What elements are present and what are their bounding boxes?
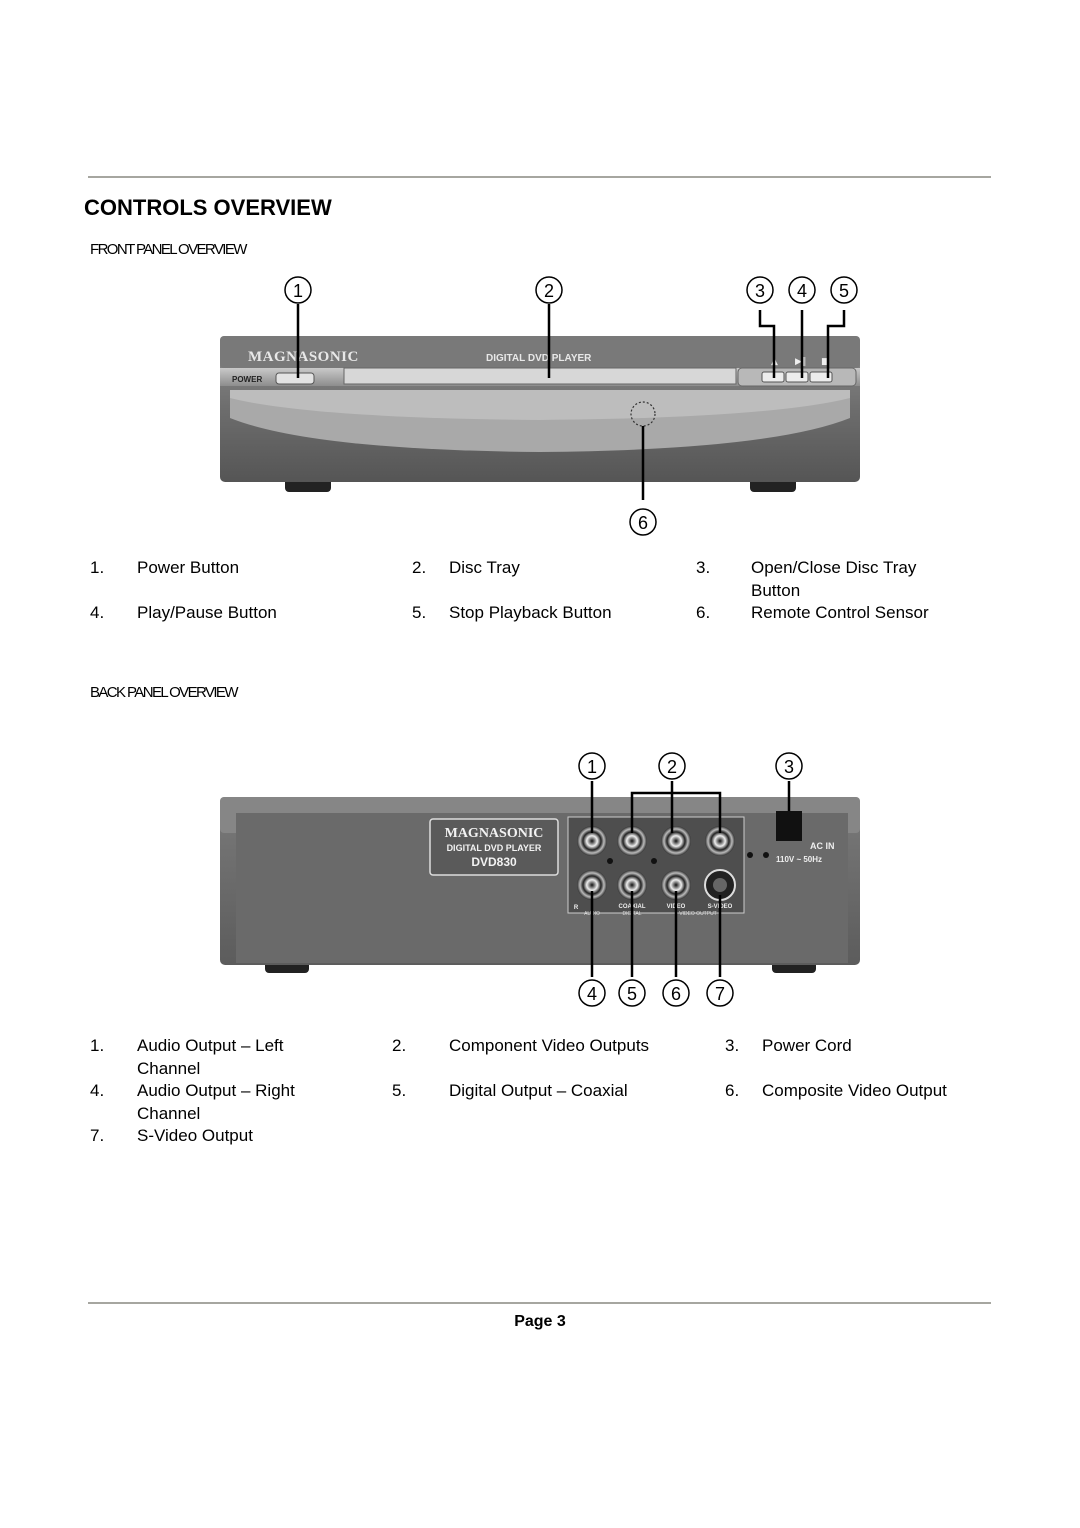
front-callout-6: 6 (638, 513, 648, 533)
front-panel-heading: FRONT PANEL OVERVIEW (90, 241, 247, 258)
rca-jack-right-audio (577, 870, 607, 900)
item-number: 2. (412, 558, 427, 577)
power-cord-outlet (776, 811, 802, 841)
back-legend: 1. Audio Output – Left Channel 2. Compon… (0, 1034, 1080, 1154)
front-panel-label: DIGITAL DVD PLAYER (486, 353, 592, 364)
item-number: 5. (392, 1081, 407, 1100)
item-text: Audio Output – Left Channel (137, 1036, 284, 1078)
item-number: 4. (90, 603, 105, 622)
front-callout-1: 1 (293, 281, 303, 301)
item-text: Stop Playback Button (449, 603, 612, 622)
back-callout-1: 1 (587, 757, 597, 777)
back-panel-label: DIGITAL DVD PLAYER (447, 843, 542, 853)
item-text: Composite Video Output (762, 1081, 947, 1100)
front-brand: MAGNASONIC (248, 349, 359, 365)
item-number: 2. (392, 1036, 407, 1055)
remote-sensor (630, 401, 656, 427)
back-callout-7: 7 (715, 984, 725, 1004)
item-text: Power Cord (762, 1036, 852, 1055)
rca-jack-y (617, 826, 647, 856)
front-panel-diagram: ▲ ▶‖ ■ MAGNASONIC DIGITAL DVD PLAYER POW… (220, 276, 860, 536)
jack-row-bottom (577, 869, 736, 901)
item-number: 3. (725, 1036, 740, 1055)
item-text: Play/Pause Button (137, 603, 277, 622)
item-number: 6. (725, 1081, 740, 1100)
page-title: CONTROLS OVERVIEW (84, 195, 332, 220)
back-callout-3: 3 (784, 757, 794, 777)
power-label: POWER (232, 375, 262, 384)
item-text: S-Video Output (137, 1126, 253, 1145)
front-callout-4: 4 (797, 281, 807, 301)
group-label-video-output: VIDEO OUTPUT (679, 911, 717, 917)
jack-row-top (577, 826, 735, 856)
front-callout-5: 5 (839, 281, 849, 301)
back-callout-4: 4 (587, 984, 597, 1004)
svg-text:▶‖: ▶‖ (795, 357, 806, 367)
item-text: Audio Output – Right Channel (137, 1081, 295, 1123)
bottom-rule (88, 1302, 991, 1304)
back-panel-heading: BACK PANEL OVERVIEW (90, 684, 238, 701)
item-text: Open/Close Disc Tray Button (751, 558, 917, 600)
back-callout-6: 6 (671, 984, 681, 1004)
ac-in-label: AC IN (810, 841, 835, 851)
front-legend: 1. Power Button 2. Disc Tray 3. Open/Clo… (0, 556, 1080, 636)
disc-tray (343, 367, 737, 385)
front-callout-3: 3 (755, 281, 765, 301)
back-model: DVD830 (471, 855, 517, 869)
item-number: 3. (696, 558, 711, 577)
rca-jack-coaxial (617, 870, 647, 900)
jack-label-r: R (574, 905, 579, 911)
item-text: Power Button (137, 558, 240, 577)
item-text: Disc Tray (449, 558, 520, 577)
page-number: Page 3 (514, 1313, 566, 1330)
item-text: Remote Control Sensor (751, 603, 929, 622)
rca-jack-left-audio (577, 826, 607, 856)
rca-jack-cr (705, 826, 735, 856)
item-number: 5. (412, 603, 427, 622)
back-label-plate (429, 818, 559, 876)
item-number: 7. (90, 1126, 105, 1145)
front-callout-2: 2 (544, 281, 554, 301)
item-number: 1. (90, 558, 105, 577)
item-number: 1. (90, 1036, 105, 1055)
back-panel-diagram: MAGNASONIC DIGITAL DVD PLAYER DVD830 R C… (220, 752, 860, 1007)
item-number: 4. (90, 1081, 105, 1100)
item-number: 6. (696, 603, 711, 622)
svg-text:■: ■ (821, 357, 830, 367)
back-callout-5: 5 (627, 984, 637, 1004)
back-brand: MAGNASONIC (445, 826, 544, 841)
power-button (275, 372, 315, 385)
rca-jack-cb (661, 826, 691, 856)
ac-spec-label: 110V ~ 50Hz (776, 855, 822, 864)
rca-jack-composite (661, 870, 691, 900)
item-text: Digital Output – Coaxial (449, 1081, 628, 1100)
back-callout-2: 2 (667, 757, 677, 777)
top-rule (88, 176, 991, 178)
item-text: Component Video Outputs (449, 1036, 650, 1055)
